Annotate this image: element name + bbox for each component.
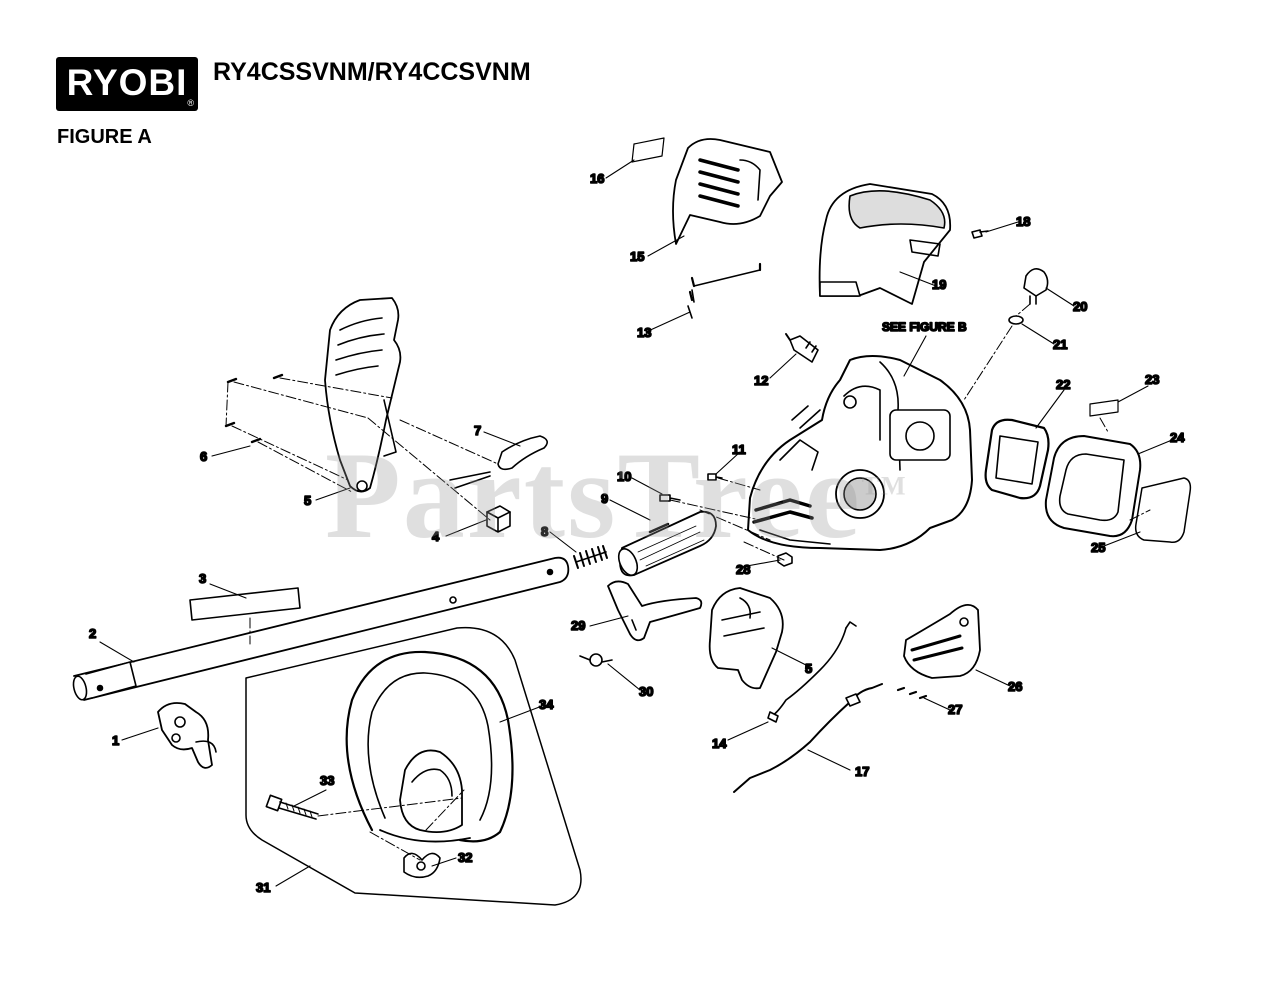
decal-part-23 (1089, 399, 1119, 417)
spring-part (573, 545, 608, 569)
nut-part-28 (777, 552, 793, 567)
screw-part-18 (971, 229, 989, 239)
callout-31: 31 (256, 880, 270, 895)
callout-2: 2 (89, 626, 96, 641)
switch-part (486, 505, 511, 533)
callout-26: 26 (1008, 679, 1022, 694)
callout-30: 30 (639, 684, 653, 699)
wing-nut-part (403, 852, 441, 879)
callout-3: 3 (199, 571, 206, 586)
callout-12: 12 (754, 373, 768, 388)
model-number: RY4CSSVNM/RY4CCSVNM (213, 58, 531, 86)
callout-33: 33 (320, 773, 334, 788)
callout-1: 1 (112, 733, 119, 748)
filter-pad-part (1134, 477, 1192, 544)
handle-kit-frame (245, 626, 582, 906)
loop-handle-part (345, 650, 514, 843)
callout-24: 24 (1170, 430, 1185, 445)
ryobi-logo: RYOBI ® (56, 57, 198, 111)
primer-bulb-part (1023, 268, 1049, 305)
torsion-spring-part (579, 653, 613, 667)
top-cover-part (818, 183, 952, 305)
screw-part-11 (707, 473, 723, 481)
callout-6: 6 (200, 449, 207, 464)
callout-34: 34 (539, 697, 554, 712)
callout-27: 27 (948, 702, 962, 717)
shaft-label-part (189, 587, 301, 621)
screws-part-27 (896, 686, 928, 700)
callout-10: 10 (617, 469, 631, 484)
engine-shroud-part (903, 604, 981, 679)
spark-plug-part (785, 333, 819, 363)
callout-32: 32 (458, 850, 472, 865)
throttle-lever-part (449, 435, 548, 489)
callout-11: 11 (732, 442, 746, 457)
logo-text: RYOBI (66, 62, 188, 103)
watermark-text: PartsTree (325, 427, 862, 564)
callout-25: 25 (1091, 540, 1105, 555)
callout-16: 16 (590, 171, 604, 186)
engine-assembly (747, 355, 973, 551)
shaft-tube-part (72, 556, 570, 701)
callout-20: 20 (1073, 299, 1087, 314)
callout-5-right: 5 (805, 661, 812, 676)
callout-8: 8 (541, 524, 548, 539)
callout-7: 7 (474, 423, 481, 438)
callout-9: 9 (601, 491, 608, 506)
callout-5-left: 5 (304, 493, 311, 508)
filter-gasket-part (984, 418, 1050, 500)
screws-part-6 (224, 373, 284, 444)
logo-registered-mark: ® (187, 98, 194, 108)
callout-23: 23 (1145, 372, 1159, 387)
callout-29: 29 (571, 618, 585, 633)
callout-18: 18 (1016, 214, 1030, 229)
see-figure-b-note: SEE FIGURE B (882, 320, 967, 334)
callout-13: 13 (637, 325, 651, 340)
bolt-part (265, 794, 319, 820)
o-ring-part (1008, 315, 1024, 325)
handle-housing-right-part (708, 587, 784, 690)
ignition-wire-part (771, 627, 847, 717)
screw-part-10 (659, 494, 681, 502)
callout-14: 14 (712, 736, 727, 751)
figure-label: FIGURE A (57, 126, 152, 148)
callout-28: 28 (736, 562, 750, 577)
callout-17: 17 (855, 764, 869, 779)
assembly-guide-lines (225, 303, 1151, 861)
handle-housing-left-part (324, 297, 402, 493)
callout-4: 4 (432, 529, 440, 544)
filter-cover-part (1044, 435, 1142, 538)
fasteners-part-13 (687, 262, 762, 319)
callout-19: 19 (932, 277, 946, 292)
partstree-watermark: PartsTreeTM (325, 425, 908, 567)
callout-22: 22 (1056, 377, 1070, 392)
engine-cover-part (672, 138, 783, 245)
callout-21: 21 (1053, 337, 1067, 352)
watermark-tm: TM (861, 471, 908, 501)
shaft-clamp-part (157, 702, 217, 769)
callout-leaders (99, 159, 1173, 887)
callout-15: 15 (630, 249, 644, 264)
grip-tube-part (617, 510, 717, 577)
decal-part-16 (631, 137, 665, 163)
callout-numbers: 1 2 3 4 5 5 6 7 8 9 10 11 12 13 14 15 16… (88, 170, 1186, 896)
trigger-part (607, 580, 703, 642)
